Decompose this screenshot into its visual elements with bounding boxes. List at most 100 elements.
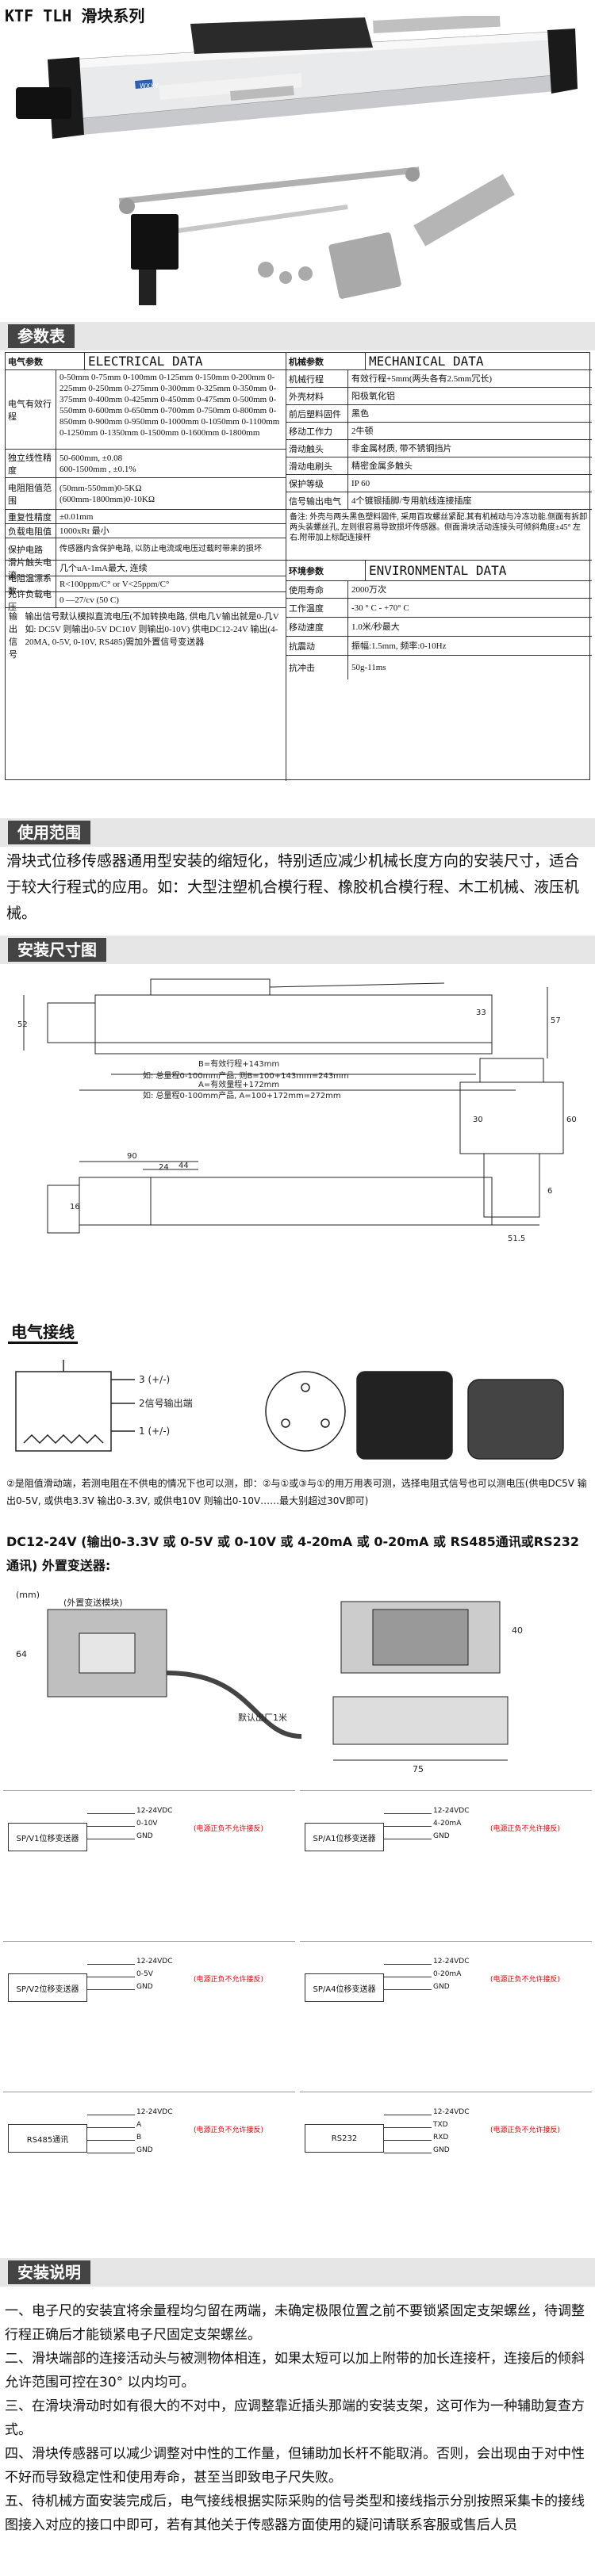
dim-60: 60 [566, 1116, 577, 1124]
wire-line [87, 1989, 135, 1990]
spec-row: 保护等级 IP 60 [286, 475, 592, 492]
wire-label: 12-24VDC [136, 1958, 173, 1965]
install-note: 一、电子尺的安装宜将余量程均匀留在两端，未确定极限位置之前不要锁紧固定支架螺丝，… [5, 2303, 585, 2343]
section-header-install-notes: 安装说明 [0, 2258, 595, 2287]
wire-label: 0-5V [136, 1970, 153, 1978]
wiring-warning: (电源正负不允许接反) [194, 1976, 264, 1984]
wiring-schematic: 3 (+/-) 2信号输出端 1 (+/-) [15, 1360, 564, 1460]
spec-row: 输出信号输出信号默认模拟直流电压(不加转换电路, 供电几V输出就是0-几V 如:… [9, 611, 279, 660]
product-photo: WXXY [16, 16, 578, 305]
dim-a-example: 如: 总量程0-100mm产品, A=100+172mm=272mm [143, 1090, 341, 1100]
section-header-wiring: 电气接线 [0, 1318, 595, 1346]
wire-line [384, 1826, 432, 1827]
cable-length-label: 默认出厂1米 [238, 1712, 287, 1723]
dim-33: 33 [476, 1009, 486, 1017]
wire-label: 0-20mA [433, 1970, 462, 1978]
mechanical-column: 机械参数 MECHANICAL DATA 机械行程 有效行程+5mm(两头各有2… [286, 353, 592, 781]
wiring-warning: (电源正负不允许接反) [194, 2126, 264, 2134]
dim-b-example: 如: 总量程0-100mm产品, 则B=100+143mm=243mm [143, 1070, 349, 1081]
spec-row: 允许负载电压 0 —27/cv (50 C) [6, 589, 286, 612]
wire-label: 12-24VDC [433, 1958, 470, 1965]
wire-line [384, 1813, 432, 1814]
wire-label: A [136, 2121, 142, 2129]
dim-64: 64 [16, 1649, 27, 1659]
wire-line [87, 1813, 135, 1814]
spec-row: 电阻阻值范围 (50mm-550mm)0-5KΩ (600mm-1800mm)0… [6, 478, 286, 510]
wiring-warning: (电源正负不允许接反) [490, 1825, 561, 1833]
spec-row: 滑动触头 非金属材质, 带不锈钢挡片 [286, 440, 592, 457]
section-header-usage: 使用范围 [0, 818, 595, 847]
section-header-params: 参数表 [0, 322, 595, 350]
spec-row: 移动工作力 2牛顿 [286, 423, 592, 440]
wire-line [384, 2140, 432, 2141]
wiring-note: ②是阻值滑动端，若测电阻在不供电的情况下也可以测，即：②与①或③与①的用万用表可… [6, 1478, 587, 1506]
dim-6: 6 [547, 1187, 552, 1196]
dim-52: 52 [17, 1020, 28, 1029]
transmitter-name: SP/A1位移变送器 [305, 1823, 384, 1851]
dim-40: 40 [512, 1625, 523, 1636]
wire-label: TXD [433, 2121, 448, 2129]
transmitter-title: DC12-24V (输出0-3.3V 或 0-5V 或 0-10V 或 4-20… [6, 1534, 580, 1573]
spec-row: 备注: 外壳与两头黑色塑料固件, 采用百攻螺丝紧配.其有机械动与冷冻功能.侧面有… [286, 510, 592, 561]
transmitter-drawing: (mm) (外置变送模块) 默认出厂1米 64 75 40 [16, 1590, 523, 1774]
spec-row: 保护电路 传感器内含保护电路, 以防止电流或电压过载时带来的损坏 [6, 538, 286, 561]
wire-line [384, 1989, 432, 1990]
usage-text: 滑块式位移传感器通用型安装的缩短化，特别适应减少机械长度方向的安装尺寸，适合于较… [6, 852, 580, 922]
spec-row: 移动速度 1.0米/秒最大 [286, 618, 592, 637]
dim-44: 44 [178, 1162, 189, 1170]
spec-row: 独立线性精度 50-600mm, ±0.08 600-1500mm , ±0.1… [6, 450, 286, 478]
transmitter-name: SP/V2位移变送器 [8, 1973, 87, 2002]
wire-line [384, 1964, 432, 1965]
spec-row: 电气有效行程 0-50mm 0-75mm 0-100mm 0-125mm 0-1… [6, 370, 286, 450]
electrical-header: 电气参数 ELECTRICAL DATA [6, 353, 286, 370]
pin-1-label: 1 (+/-) [139, 1426, 170, 1437]
spec-row: 外壳材料 阳极氧化铝 [286, 388, 592, 405]
dim-90: 90 [127, 1152, 137, 1161]
wire-label: GND [136, 1832, 153, 1840]
spec-row: 重复性精度 ±0.01mm [6, 510, 286, 524]
dim-75: 75 [413, 1764, 424, 1774]
wire-label: 12-24VDC [136, 1807, 173, 1815]
transmitter-name: RS485通讯 [8, 2124, 87, 2153]
wire-line [87, 1964, 135, 1965]
wire-label: GND [433, 2146, 450, 2154]
dim-57: 57 [551, 1016, 561, 1025]
wire-line [87, 2127, 135, 2128]
wiring-warning: (电源正负不允许接反) [490, 2126, 561, 2134]
install-note: 四、滑块传感器可以减少调整对中性的工作量，但铺助加长杆不能取消。否则，会出现由于… [5, 2446, 585, 2486]
dim-30: 30 [473, 1116, 483, 1124]
spec-row: 滑片触头电流 几个uA-1mA最大, 连续 [6, 557, 286, 580]
wiring-warning: (电源正负不允许接反) [490, 1976, 561, 1984]
wire-line [384, 2127, 432, 2128]
wire-label: GND [136, 2146, 153, 2154]
spec-row: 使用寿命 2000万次 [286, 581, 592, 599]
wire-label: 4-20mA [433, 1820, 462, 1828]
spec-row: 抗震动 振幅:1.5mm, 频率:0-10Hz [286, 637, 592, 656]
install-note: 五、待机械方面安装完成后，电气接线根据实际采购的信号类型和接线指示分别按照采集卡… [5, 2494, 585, 2533]
unit-label: (mm) [16, 1590, 40, 1600]
wire-label: 0-10V [136, 1820, 158, 1828]
wire-line [87, 1826, 135, 1827]
wire-label: GND [433, 1983, 450, 1991]
dim-a-label: A=有效量程+172mm [198, 1079, 279, 1089]
dim-b-line: B=有效行程+143mm [198, 1058, 279, 1069]
wire-label: 12-24VDC [136, 2108, 173, 2116]
wire-label: B [136, 2134, 142, 2142]
wiring-warning: (电源正负不允许接反) [194, 1825, 264, 1833]
spec-row: 工作温度 -30 ° C - +70° C [286, 599, 592, 618]
dim-16: 16 [70, 1203, 80, 1211]
pin-3-label: 3 (+/-) [139, 1374, 170, 1385]
install-note: 三、在滑块滑动时如有很大的不对中，应调整靠近插头那端的安装支架，这可作为一种辅助… [5, 2398, 585, 2438]
section-header-install-size: 安装尺寸图 [0, 936, 595, 964]
spec-row: 电阻温漂系数 R<100ppm/C° or V<25ppm/C° [6, 573, 286, 596]
install-note: 二、滑块端部的连接活动头与被测物体相连，如果太短可以加上附带的加长连接杆，连接后… [5, 2351, 585, 2390]
spec-row: 信号输出电气 4个镀银插脚/专用航线连接插座 [286, 492, 592, 510]
wire-label: GND [433, 1832, 450, 1840]
transmitter-name: RS232 [305, 2124, 384, 2153]
